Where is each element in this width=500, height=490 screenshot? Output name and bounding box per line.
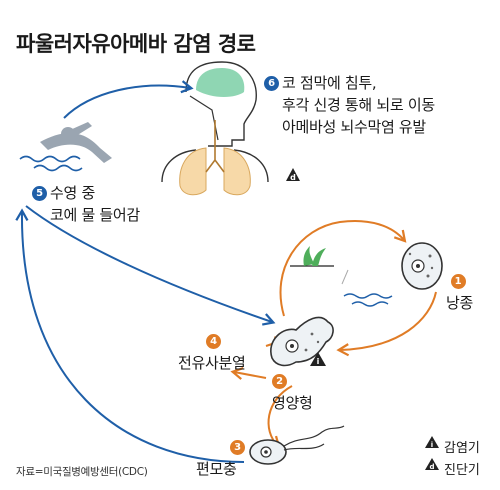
svg-text:i: i xyxy=(431,441,433,449)
legend-diagnosis-icon: d xyxy=(425,458,439,471)
svg-text:d: d xyxy=(290,173,296,182)
trophozoite-icon xyxy=(270,316,334,367)
legend-infection-icon: i xyxy=(425,436,439,449)
step6-number: 6 xyxy=(264,76,279,91)
step3-number: 3 xyxy=(230,440,245,455)
step6-line2: 후각 신경 통해 뇌로 이동 xyxy=(282,96,435,114)
step1-label: 1 낭종 xyxy=(446,270,473,314)
step5-line2: 코에 물 들어감 xyxy=(50,206,140,224)
svg-text:d: d xyxy=(429,463,434,471)
step6-line1: 코 점막에 침투, xyxy=(282,74,377,92)
svg-text:i: i xyxy=(317,357,320,366)
step5-number: 5 xyxy=(32,186,47,201)
diagnosis-stage-icon: d xyxy=(286,168,300,182)
grass-icon xyxy=(290,246,334,267)
legend-infection-label: 감염기 xyxy=(444,441,480,456)
step1-number: 1 xyxy=(450,274,466,289)
water-icon xyxy=(343,293,393,307)
source-note: 자료=미국질병예방센터(CDC) xyxy=(16,466,148,478)
step4-text: 전유사분열 xyxy=(178,354,246,372)
step3-text: 편모충 xyxy=(196,460,237,478)
step4-number: 4 xyxy=(206,334,221,349)
step2-number: 2 xyxy=(272,374,287,389)
step1-text: 낭종 xyxy=(446,294,474,312)
cyst-icon xyxy=(401,242,443,290)
step6-line3: 아메바성 뇌수막염 유발 xyxy=(282,118,426,136)
page-title: 파울러자유아메바 감염 경로 xyxy=(16,32,256,56)
step3-label: 3 편모충 xyxy=(196,436,248,480)
flagellate-icon xyxy=(249,425,345,465)
step5-line1: 수영 중 xyxy=(50,184,95,202)
infection-stage-icon: i xyxy=(310,352,326,366)
swimmer-icon xyxy=(19,122,112,172)
legend-diagnosis-label: 진단기 xyxy=(444,463,480,478)
step2-text: 영양형 xyxy=(272,394,313,412)
step4-label: 4 전유사분열 xyxy=(178,330,246,374)
human-respiratory-icon xyxy=(161,61,269,196)
step2-label: 2 영양형 xyxy=(272,370,313,414)
